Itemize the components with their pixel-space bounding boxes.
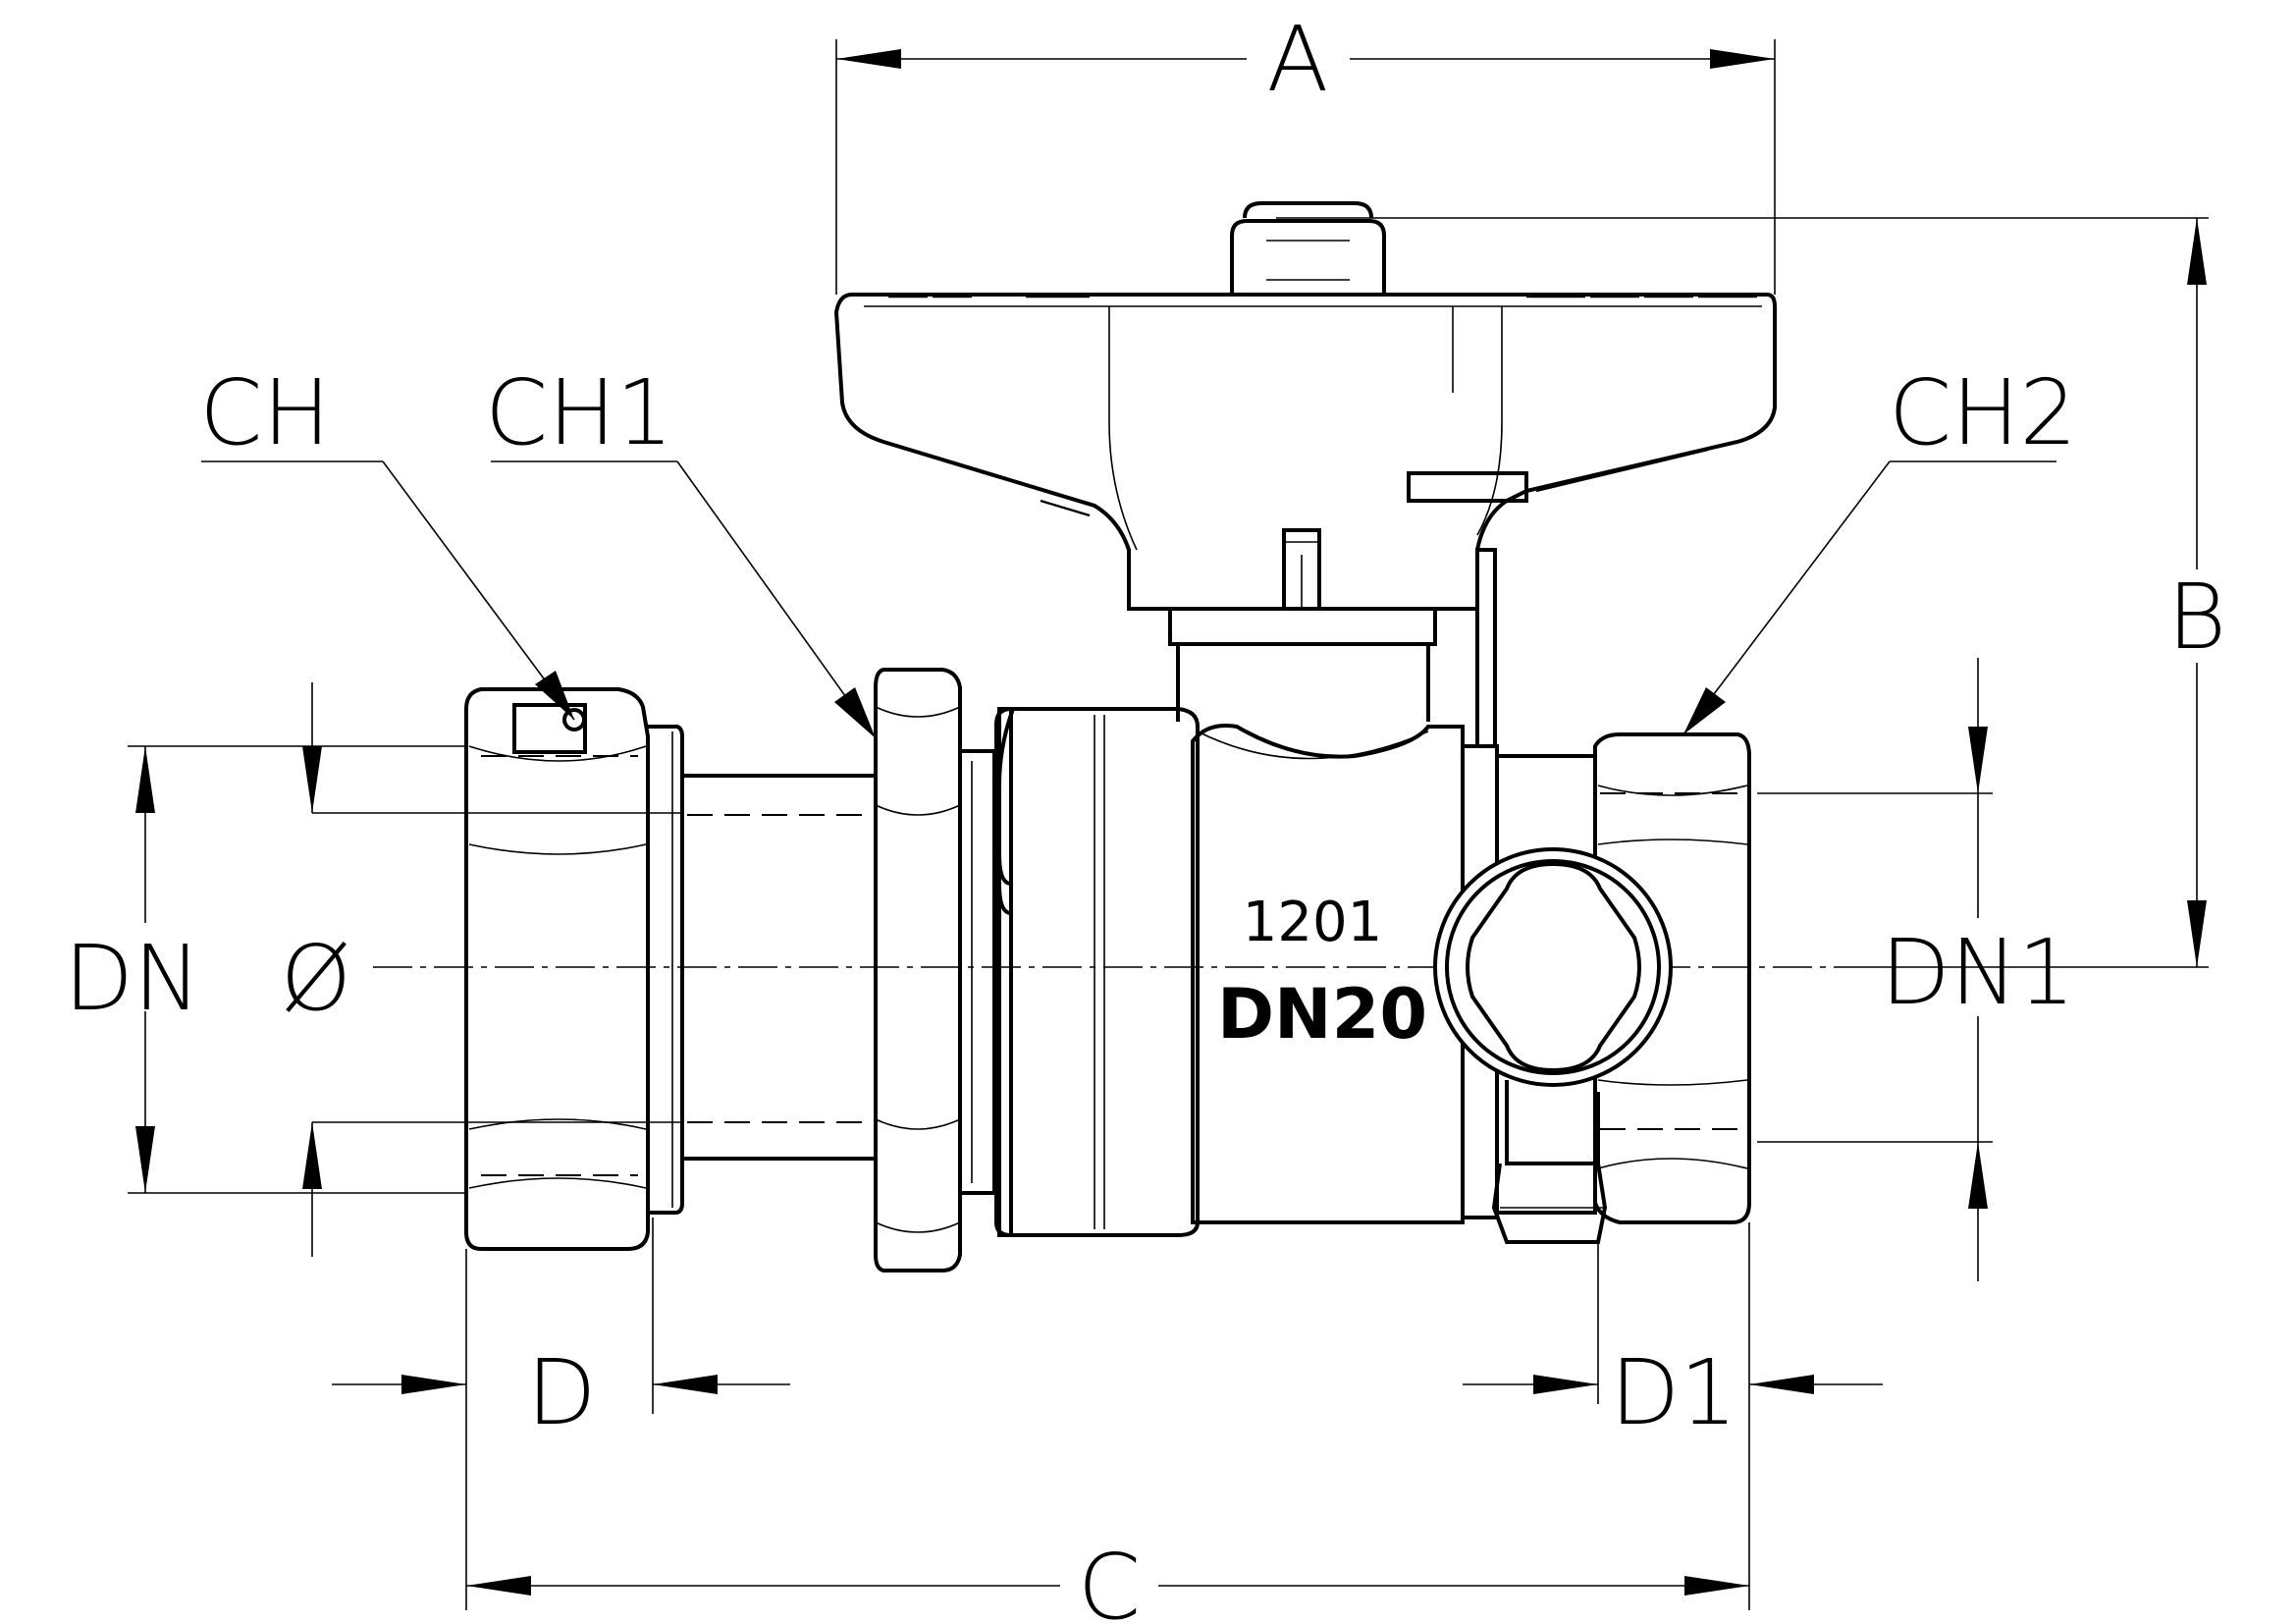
label-CH2: CH2 <box>1889 360 2077 465</box>
body-nut <box>994 707 1200 1237</box>
union-hex <box>997 707 1015 1237</box>
stem-neck <box>1168 548 1497 748</box>
leader-CH: CH <box>199 360 575 721</box>
body-code: 1201 <box>1243 891 1383 954</box>
ch-compression-nut <box>464 687 684 1251</box>
ch1-hex-nut <box>874 668 996 1272</box>
dimension-C: C <box>465 1222 1750 1624</box>
label-DN: DN <box>64 926 201 1031</box>
label-B: B <box>2167 565 2226 670</box>
label-CH1: CH1 <box>485 360 673 465</box>
dimension-D1: D1 <box>1463 1242 1883 1445</box>
dimension-diameter: Ø <box>281 682 682 1257</box>
dimension-A: A <box>835 7 1776 295</box>
dimension-B: B <box>1276 217 2226 968</box>
leader-CH2: CH2 <box>1682 360 2077 735</box>
label-D: D <box>527 1340 597 1445</box>
body-size: DN20 <box>1217 974 1427 1055</box>
label-diameter: Ø <box>281 926 351 1031</box>
label-D1: D1 <box>1610 1340 1736 1445</box>
dimension-DN: DN <box>64 745 466 1194</box>
label-C: C <box>1078 1535 1141 1624</box>
connection-tube <box>682 774 876 1161</box>
label-DN1: DN1 <box>1881 920 2075 1025</box>
drain-cock <box>1433 847 1673 1244</box>
label-CH: CH <box>199 360 330 465</box>
leader-CH1: CH1 <box>485 360 877 739</box>
butterfly-handle <box>833 293 1777 611</box>
dimension-D: D <box>332 1218 790 1445</box>
handle-nut <box>1230 201 1386 297</box>
label-A: A <box>1267 7 1329 112</box>
dimension-DN1: DN1 <box>1757 658 2075 1281</box>
